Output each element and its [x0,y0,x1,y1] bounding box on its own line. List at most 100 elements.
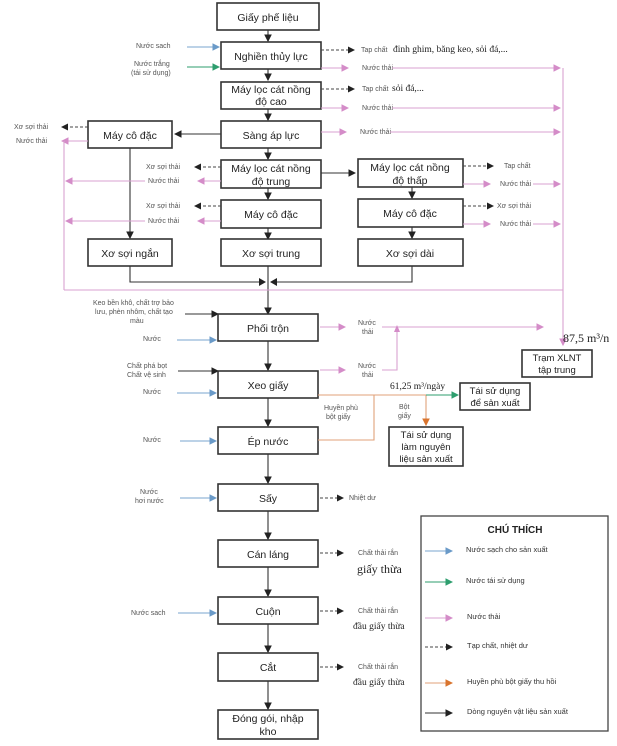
box-label: liệu sản xuất [399,454,453,465]
output-label: Nước thải [360,129,392,136]
box-label: làm nguyên [401,442,450,453]
output-label: bột giấy [326,412,351,421]
box-label: Xơ sợi dài [386,248,434,260]
box-label: Trạm XLNT [533,353,582,364]
output-label: Nhiệt dư [349,495,376,502]
box-may-co-dac-mid: Máy cô đặc [220,199,322,229]
legend-item: Tạp chất, nhiệt dư [467,641,528,650]
output-label: Xơ sợi thải [14,124,49,131]
box-sang-ap-luc: Sàng áp lực [220,120,322,149]
output-label: Chất thải rắn [358,548,398,557]
output-label: đầu giấy thừa [353,621,405,632]
box-label: Ép nước [248,435,289,448]
input-label: Chất vệ sinh [127,370,166,379]
box-label: Giấy phế liệu [237,12,298,24]
wastewater-lines: Nước thải Nước thải Nước thải Nước thải … [16,64,609,379]
output-label: Nước [358,363,376,370]
input-label: Nước [140,489,158,496]
legend-item: Huyền phù bột giấy thu hồi [467,677,557,686]
main-flow-arrows [126,30,416,711]
legend-item: Nước tái sử dụng [466,576,525,585]
input-label: Nước sach [131,610,166,617]
box-nghien-thuy-luc: Nghiền thủy lực [220,41,322,70]
output-label: giấy [398,411,411,420]
box-cat: Cắt [217,652,319,682]
box-label: tập trung [538,365,576,376]
box-label: Sấy [259,493,278,505]
output-label: Nước thải [148,178,180,185]
input-label: Nước [143,336,161,343]
output-label: Nước [358,320,376,327]
box-label: Máy cô đặc [244,209,298,221]
input-label: Nước [143,437,161,444]
output-label: giấy thừa [357,562,402,576]
legend-title: CHÚ THÍCH [488,523,543,536]
box-can-lang: Cán láng [217,539,319,568]
output-label: Xơ sợi thải [146,203,181,210]
output-label: Tap chất [504,161,531,170]
output-label: thải [362,372,374,379]
flow-rate-label: 87,5 m³/n [563,331,609,345]
output-label: Chất thải rắn [358,606,398,615]
output-label: Nước thải [362,65,394,72]
box-xo-soi-dai: Xơ sợi dài [357,238,464,267]
box-label: Nghiền thủy lực [234,51,308,63]
input-label: lưu, phèn nhôm, chất tạo [95,307,173,316]
output-label: sỏi đá,... [392,84,424,94]
input-label: Nước [143,389,161,396]
box-tram-xlnt: Trạm XLNT tập trung [521,349,593,378]
box-loc-cat-cao: Máy lọc cát nồng độ cao [220,81,322,110]
box-phoi-tron: Phối trộn [217,313,319,342]
box-ep-nuoc: Ép nước [217,426,319,455]
input-label: (tái sử dụng) [131,69,171,77]
output-label: đinh ghim, băng keo, sỏi đá,... [393,45,508,55]
box-label: Đóng gói, nhập [232,713,303,725]
box-label: độ trung [252,176,291,188]
input-label: Nước trắng [134,59,170,68]
output-label: đầu giấy thừa [353,677,405,688]
legend-item: Nước thải [467,612,501,621]
box-label: Tái sử dụng [470,386,521,397]
box-label: Máy cô đặc [383,208,437,220]
box-label: Tái sử dụng [401,430,452,441]
box-tai-su-dung-nguyen-lieu: Tái sử dụng làm nguyên liệu sản xuất [388,426,464,467]
box-tai-su-dung-san-xuat: Tái sử dụng để sản xuất [459,382,531,411]
output-label: Nước thải [16,138,48,145]
box-may-co-dac-left: Máy cô đặc [87,120,173,149]
box-label: Cán láng [247,549,289,561]
box-cuon: Cuộn [217,596,319,625]
input-label: Nước sach [136,43,171,50]
box-label: Phối trộn [247,323,289,335]
output-label: Nước thải [362,105,394,112]
box-xo-soi-ngan: Xơ sợi ngắn [87,238,173,267]
box-label: kho [260,726,277,738]
box-may-co-dac-right: Máy cô đặc [357,198,464,228]
box-label: Xơ sợi ngắn [101,247,159,260]
output-label: Nước thải [500,221,532,228]
box-label: độ cao [255,96,287,108]
impurity-outputs: Tap chất đinh ghim, băng keo, sỏi đá,...… [14,45,532,688]
box-giay-phe-lieu: Giấy phế liệu [216,2,320,31]
output-label: Huyền phù [324,403,358,412]
box-label: Máy lọc cát nồng [370,162,450,174]
box-label: Xeo giấy [248,380,290,392]
flow-rate-label: 61,25 m³/ngày [390,382,445,392]
box-label: Cuộn [255,606,280,618]
legend-item: Dòng nguyên vật liệu sản xuất [467,707,569,716]
input-label: hơi nước [135,498,164,505]
output-label: Bột [399,404,410,411]
process-boxes: Giấy phế liệu Nghiền thủy lực Máy lọc cá… [87,2,593,740]
output-label: Xơ sợi thải [146,164,181,171]
box-dong-goi: Đóng gói, nhập kho [217,709,319,740]
output-label: Tap chất [361,45,388,54]
output-label: thải [362,329,374,336]
box-label: Máy lọc cát nồng [231,84,311,96]
input-label: Keo bền khô, chất trợ bảo [93,298,174,307]
box-label: Xơ sợi trung [242,248,300,260]
legend-item: Nước sạch cho sản xuất [466,545,549,554]
box-label: Cắt [260,661,276,674]
output-label: Nước thải [148,218,180,225]
box-label: Máy cô đặc [103,130,157,142]
box-label: để sản xuất [470,398,519,409]
